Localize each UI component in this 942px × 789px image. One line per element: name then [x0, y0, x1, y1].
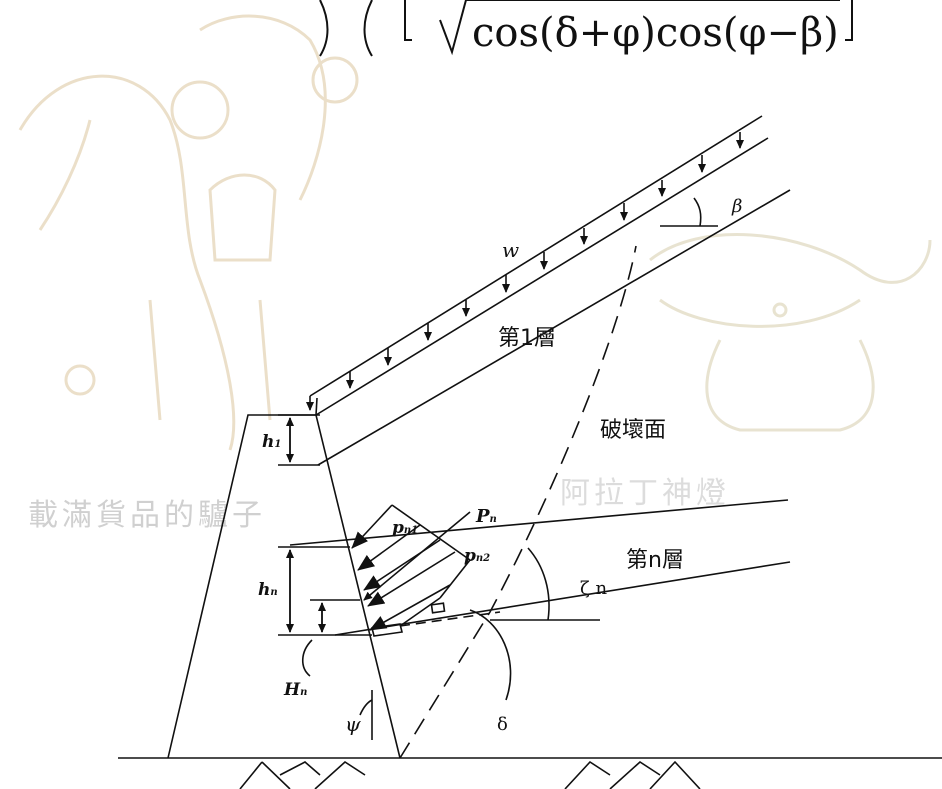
pressure-top-edge: [391, 504, 471, 561]
formula-left-bracket: [404, 0, 412, 41]
label-pn1: pn1: [392, 518, 418, 538]
pressure-bottom-edge: [399, 597, 441, 627]
donkey-sketch-bag: [208, 173, 277, 262]
label-pn1-sub: n1: [403, 525, 419, 536]
label-pn2-main: p: [464, 546, 476, 566]
wall-friction-block: [371, 623, 403, 637]
pressure-arrow-4: [367, 551, 456, 607]
formula-left-paren: [319, 0, 329, 57]
watermark-left: 載滿貨品的驢子: [28, 498, 266, 533]
label-h1-main: h: [262, 432, 275, 452]
pressure-arrow-1: [351, 504, 393, 549]
Hn-leader: [301, 639, 313, 677]
lamp-sketch-top: [649, 233, 932, 284]
watermark-right: 阿拉丁神燈: [560, 476, 730, 511]
ground-hatch-left: [239, 760, 366, 789]
donkey-sketch-load: [199, 14, 327, 201]
delta-leader: [469, 609, 512, 701]
label-beta: β: [732, 196, 743, 217]
layern-bottom-line: [334, 561, 791, 636]
pressure-side-edge: [439, 559, 471, 599]
label-Pn: Pn: [476, 506, 497, 527]
layer1-boundary: [317, 189, 791, 466]
formula-right-bracket: [845, 0, 853, 41]
load-line: [309, 115, 763, 397]
donkey-sketch-legs: [148, 299, 272, 421]
layern-top-line: [289, 499, 789, 546]
resultant-Pn-arrow: [363, 511, 471, 601]
label-hn: hn: [258, 580, 278, 600]
formula-right-paren: [363, 0, 373, 57]
delta-reference-line: [399, 611, 501, 627]
formula-text: cos(δ+φ)cos(φ−β): [472, 10, 839, 56]
label-delta: δ: [497, 714, 508, 735]
label-zeta-n: ζ n: [580, 578, 608, 599]
donkey-sketch-head: [38, 119, 92, 231]
label-Pn-main: P: [476, 506, 490, 527]
label-pn2-sub: n2: [475, 553, 491, 564]
label-h1: h1: [262, 432, 281, 452]
label-Hn-main: H: [284, 680, 301, 700]
label-failure-surface: 破壞面: [600, 418, 667, 443]
label-pn1-main: p: [392, 518, 404, 538]
label-h1-sub: 1: [274, 439, 282, 450]
donkey-sketch-outline: [18, 74, 236, 451]
label-Pn-sub: n: [489, 514, 497, 525]
label-hn-main: h: [258, 580, 271, 600]
zeta-arc: [527, 547, 550, 621]
psi-arc: [359, 699, 373, 716]
pressure-arrow-5: [369, 584, 451, 631]
label-Hn: Hn: [284, 680, 307, 700]
formula-fragment: cos(δ+φ)cos(φ−β): [319, 0, 853, 57]
surcharge-arrows: [306, 132, 744, 411]
label-Hn-sub: n: [300, 687, 308, 698]
donkey-sketch-flower: [170, 80, 230, 140]
label-layer1: 第1層: [498, 326, 556, 351]
delta-angle-box: [430, 602, 446, 614]
pressure-arrow-2: [357, 524, 421, 571]
failure-surface: [399, 245, 637, 759]
label-w: w: [502, 238, 520, 262]
load-connector: [315, 397, 318, 416]
label-psi: ψ: [345, 712, 361, 736]
donkey-sketch-ball: [64, 364, 96, 396]
beta-arc: [693, 197, 702, 227]
pressure-arrow-3: [363, 539, 441, 591]
donkey-sketch-basket: [311, 56, 359, 104]
formula-sqrt: [439, 0, 840, 56]
ground-hatch-right: [564, 760, 701, 789]
lamp-sketch-base: [705, 339, 875, 432]
lamp-sketch-dot: [772, 302, 788, 318]
label-hn-sub: n: [270, 587, 278, 598]
slope-surface: [315, 137, 769, 416]
label-pn2: pn2: [464, 546, 490, 566]
lamp-sketch-bowl: [659, 298, 861, 328]
label-layern: 第n層: [626, 548, 684, 573]
